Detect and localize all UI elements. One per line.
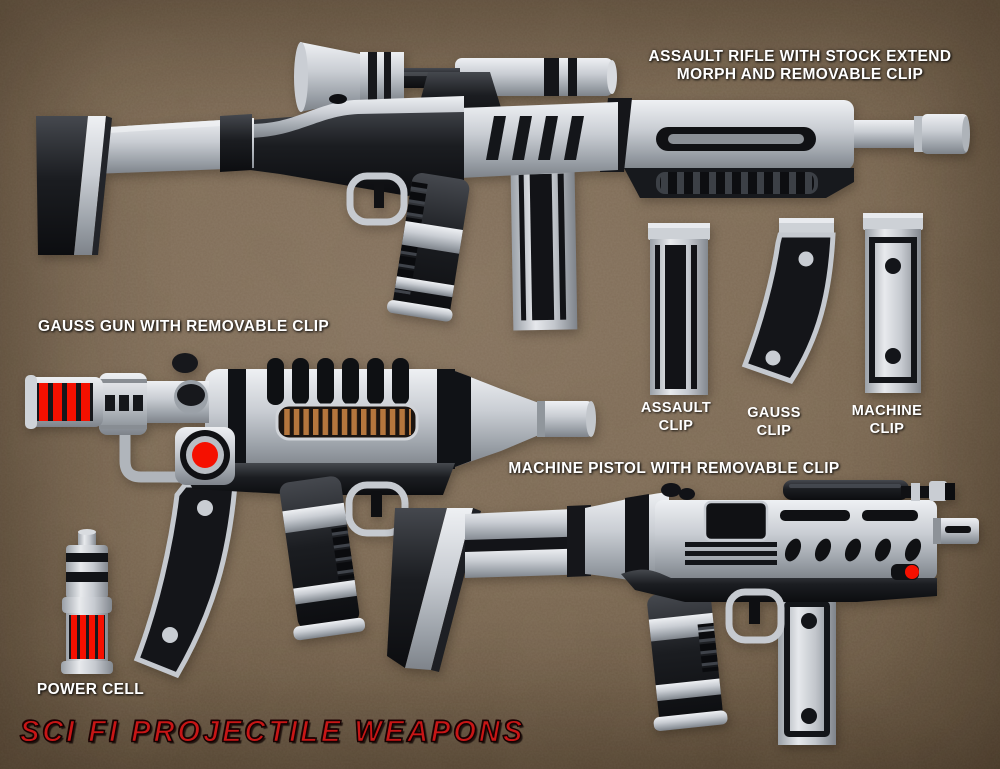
top-knob xyxy=(661,483,681,497)
cocking-handle xyxy=(783,480,955,501)
trigger-guard xyxy=(725,588,785,644)
gauss-grip xyxy=(279,476,366,641)
machine-grip xyxy=(647,590,728,731)
handguard xyxy=(624,168,854,198)
gauss-clip-render xyxy=(741,218,836,385)
trigger-guard xyxy=(346,172,408,226)
vent-holes xyxy=(784,538,922,562)
top-knob xyxy=(172,353,198,373)
upper-receiver xyxy=(655,500,937,580)
power-cell-label: POWER CELL xyxy=(36,681,145,698)
machine-pistol-render xyxy=(387,480,979,745)
power-cell-render xyxy=(61,529,113,674)
inserted-machine-clip xyxy=(778,593,836,745)
stock-extend xyxy=(36,114,254,255)
rear-cone-barrel xyxy=(455,371,596,467)
red-button xyxy=(175,427,235,485)
red-indicator xyxy=(891,564,919,580)
muzzle xyxy=(933,518,979,544)
gauss-clip-label: GAUSS CLIP xyxy=(747,405,801,440)
gauss-gun-render xyxy=(25,353,596,679)
assault-rifle-render xyxy=(36,42,970,331)
barrel xyxy=(848,114,970,154)
upper-receiver xyxy=(250,94,854,196)
assault-rifle-label-line1: ASSAULT RIFLE WITH STOCK EXTEND xyxy=(648,48,952,65)
front-handle xyxy=(119,411,185,483)
pistol-grip xyxy=(387,173,470,322)
coil-window xyxy=(275,403,419,441)
gauss-gun-label: GAUSS GUN WITH REMOVABLE CLIP xyxy=(38,318,330,335)
stock xyxy=(387,505,595,672)
inserted-assault-clip xyxy=(510,167,578,331)
assault-rifle-label-line2: MORPH AND REMOVABLE CLIP xyxy=(676,66,924,84)
cooling-fins xyxy=(267,358,409,405)
top-knob xyxy=(679,488,695,500)
machine-pistol-label: MACHINE PISTOL WITH REMOVABLE CLIP xyxy=(508,460,840,477)
assault-rifle-label: ASSAULT RIFLE WITH STOCK EXTEND MORPH AN… xyxy=(635,48,965,85)
inserted-gauss-clip xyxy=(133,482,238,679)
red-striped-muzzle xyxy=(25,375,103,429)
front-assembly xyxy=(25,353,209,435)
machine-clip-label: MACHINE CLIP xyxy=(851,403,923,438)
rear-cone xyxy=(585,483,695,586)
machine-clip-render xyxy=(863,213,923,393)
assault-clip-render xyxy=(648,223,710,395)
lower-receiver xyxy=(621,569,937,602)
gauss-body xyxy=(205,358,455,469)
title-banner: SCI FI PROJECTILE WEAPONS xyxy=(19,715,526,750)
side-knob xyxy=(177,384,205,406)
assault-clip-label: ASSAULT CLIP xyxy=(640,400,712,435)
